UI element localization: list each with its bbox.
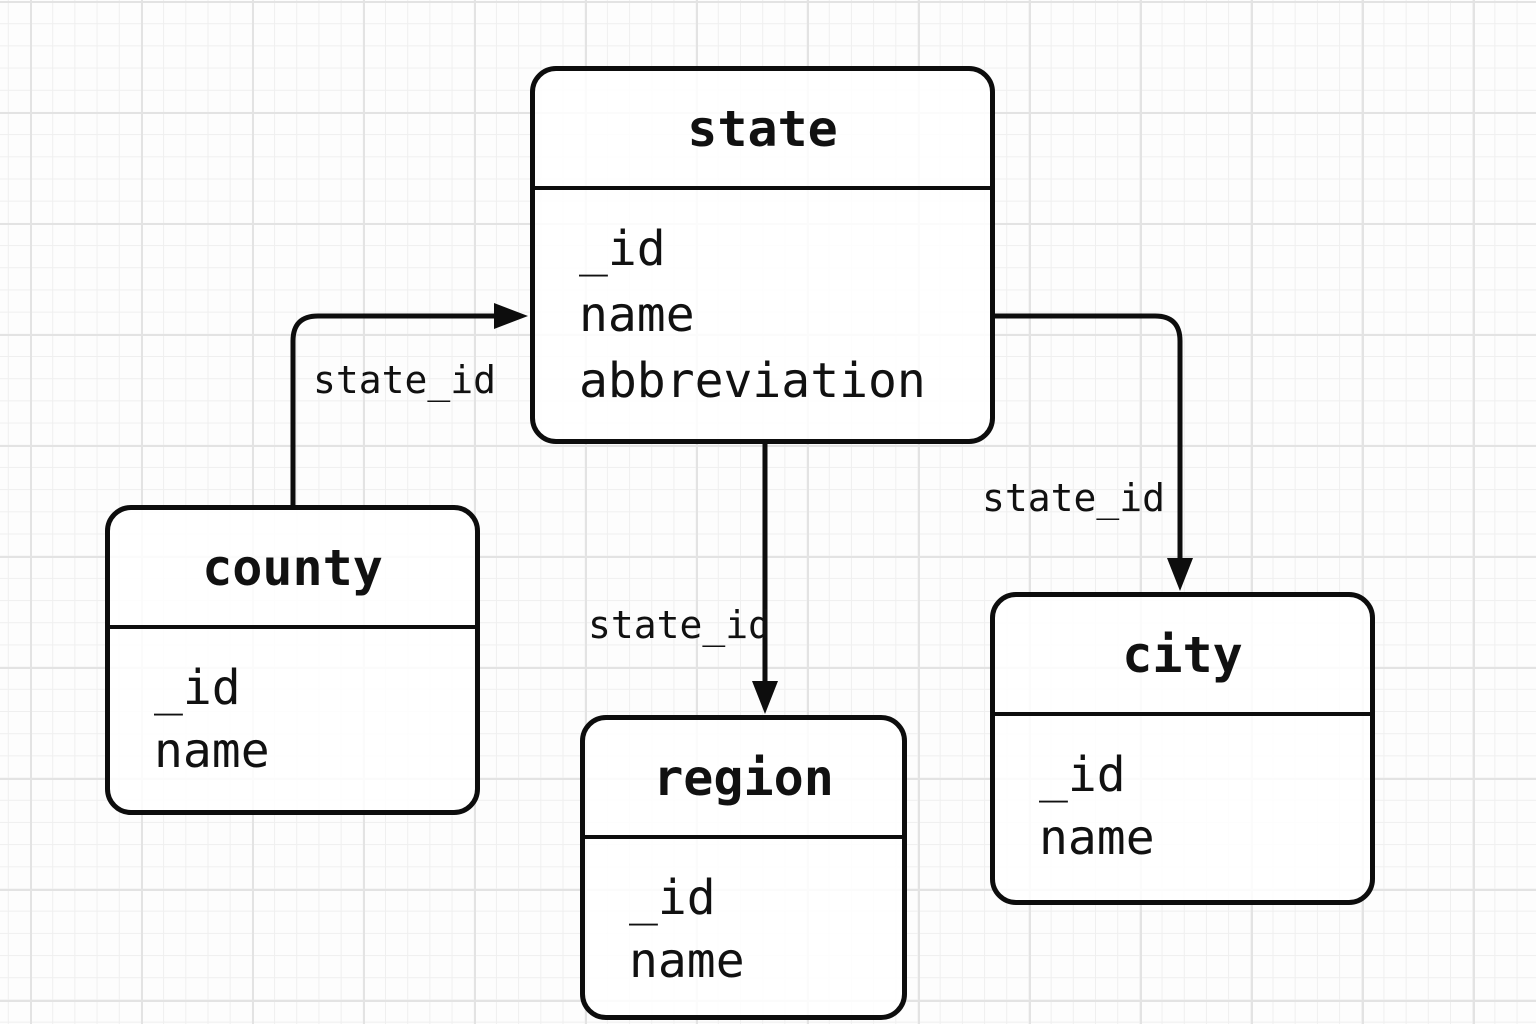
field-city-id: _id (1039, 747, 1126, 803)
field-state-abbreviation: abbreviation (579, 353, 926, 409)
field-state-name: name (579, 287, 695, 343)
arrow-county-to-state[interactable] (290, 303, 528, 505)
arrow-state-to-city[interactable] (995, 313, 1193, 591)
field-state-id: _id (579, 221, 666, 277)
arrowhead-right-icon (494, 303, 528, 329)
relationship-label-state-region: state_id (588, 603, 772, 647)
entity-county-fields: _id name (110, 629, 475, 783)
arrowhead-down-icon (1167, 558, 1193, 591)
entity-region-title: region (585, 720, 902, 839)
arrowhead-down-icon (752, 681, 778, 714)
field-county-name: name (154, 723, 270, 779)
entity-city-title: city (995, 597, 1370, 716)
entity-state[interactable]: state _id name abbreviation (530, 66, 995, 444)
entity-county-title: county (110, 510, 475, 629)
field-county-id: _id (154, 660, 241, 716)
entity-state-fields: _id name abbreviation (535, 190, 990, 414)
relationship-label-county-state: state_id (313, 358, 497, 402)
field-region-id: _id (629, 870, 716, 926)
entity-region-fields: _id name (585, 839, 902, 993)
arrow-state-to-region[interactable] (752, 444, 778, 714)
relationship-label-state-city: state_id (982, 476, 1166, 520)
entity-city-fields: _id name (995, 716, 1370, 870)
entity-region[interactable]: region _id name (580, 715, 907, 1020)
field-city-name: name (1039, 810, 1155, 866)
entity-county[interactable]: county _id name (105, 505, 480, 815)
entity-state-title: state (535, 71, 990, 190)
entity-city[interactable]: city _id name (990, 592, 1375, 905)
field-region-name: name (629, 933, 745, 989)
